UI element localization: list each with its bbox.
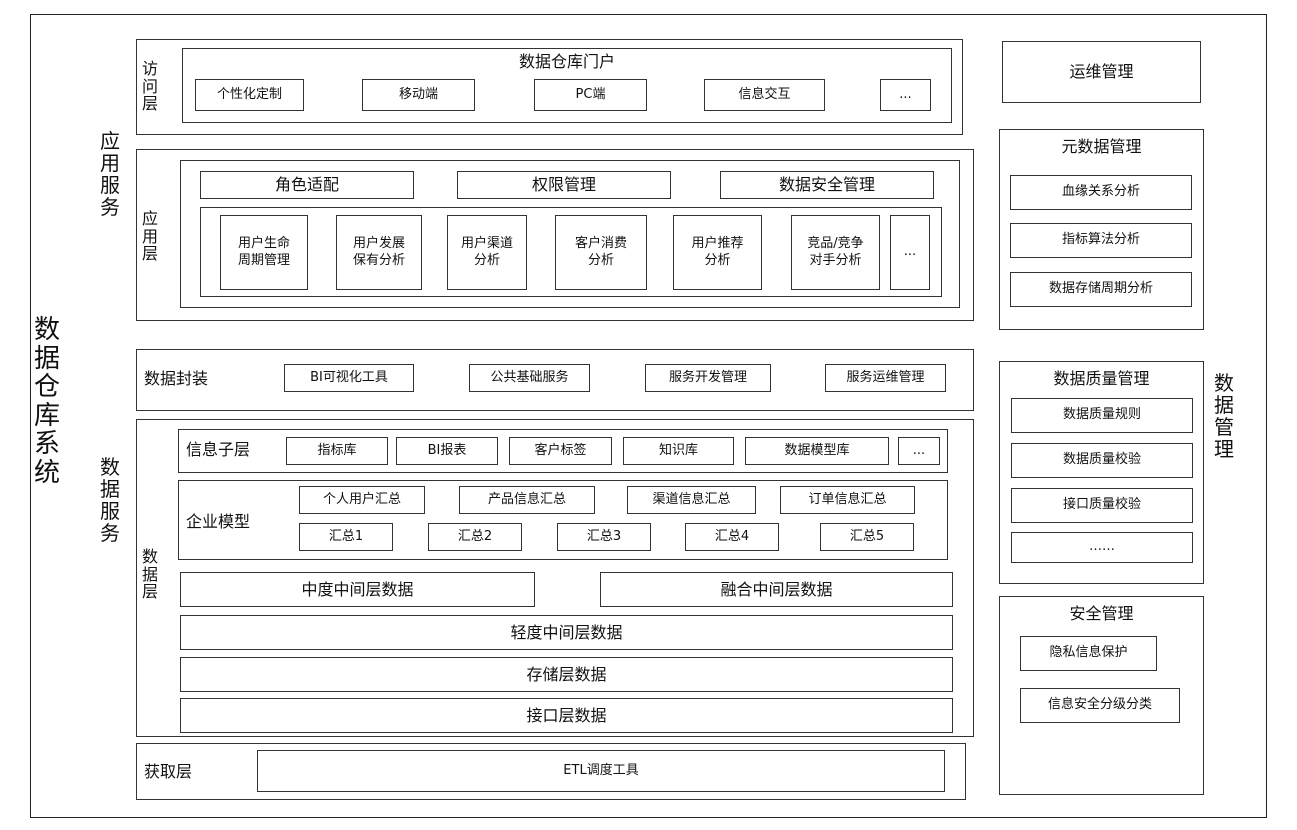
info-item: 客户标签 <box>509 437 612 465</box>
app-item: 客户消费 分析 <box>555 215 647 290</box>
portal-title: 数据仓库门户 <box>518 52 615 71</box>
medium-middle-layer: 中度中间层数据 <box>180 572 535 607</box>
access-item: PC端 <box>534 79 647 111</box>
metadata-title: 元数据管理 <box>1061 137 1142 156</box>
acquisition-label: 获取层 <box>144 762 193 781</box>
encapsulation-label: 数据封装 <box>144 369 209 388</box>
interface-layer: 接口层数据 <box>180 698 953 733</box>
access-item: 个性化定制 <box>195 79 304 111</box>
data-layer-label: 数据层 <box>142 547 159 602</box>
info-item: ... <box>898 437 940 465</box>
model-item: 汇总5 <box>820 523 914 551</box>
app-layer-label: 应用层 <box>142 209 159 264</box>
info-item: 数据模型库 <box>745 437 889 465</box>
app-service-title: 应用服务 <box>100 129 120 219</box>
model-item: 汇总1 <box>299 523 393 551</box>
data-service-title: 数据服务 <box>100 455 120 545</box>
info-item: 知识库 <box>623 437 734 465</box>
security-title: 安全管理 <box>1069 604 1134 623</box>
storage-layer: 存储层数据 <box>180 657 953 692</box>
encapsulation-item: 服务运维管理 <box>825 364 946 392</box>
encapsulation-item: 公共基础服务 <box>469 364 590 392</box>
info-sublayer-label: 信息子层 <box>186 440 251 459</box>
ops-management: 运维管理 <box>1002 41 1201 103</box>
fusion-middle-layer: 融合中间层数据 <box>600 572 953 607</box>
info-item: BI报表 <box>396 437 498 465</box>
model-item: 产品信息汇总 <box>459 486 595 514</box>
quality-item: 数据质量规则 <box>1011 398 1193 433</box>
encapsulation-item: BI可视化工具 <box>284 364 414 392</box>
app-top-item: 权限管理 <box>457 171 671 199</box>
metadata-item: 数据存储周期分析 <box>1010 272 1192 307</box>
app-top-item: 数据安全管理 <box>720 171 934 199</box>
app-item: 用户发展 保有分析 <box>336 215 422 290</box>
data-management-title: 数据管理 <box>1214 371 1234 461</box>
access-layer-label: 访问层 <box>142 59 159 114</box>
quality-item: …… <box>1011 532 1193 563</box>
access-item: 移动端 <box>362 79 475 111</box>
model-item: 汇总3 <box>557 523 651 551</box>
encapsulation-item: 服务开发管理 <box>645 364 771 392</box>
security-item: 隐私信息保护 <box>1020 636 1157 671</box>
model-item: 订单信息汇总 <box>780 486 915 514</box>
app-item: 用户推荐 分析 <box>673 215 762 290</box>
access-item: 信息交互 <box>704 79 825 111</box>
system-title: 数据仓库系统 <box>34 315 61 488</box>
app-item: 用户渠道 分析 <box>447 215 527 290</box>
info-item: 指标库 <box>286 437 388 465</box>
etl-tool: ETL调度工具 <box>257 750 945 792</box>
model-item: 汇总2 <box>428 523 522 551</box>
model-item: 个人用户汇总 <box>299 486 425 514</box>
access-item: ... <box>880 79 931 111</box>
app-item: ... <box>890 215 930 290</box>
model-item: 汇总4 <box>685 523 779 551</box>
metadata-item: 指标算法分析 <box>1010 223 1192 258</box>
enterprise-model-label: 企业模型 <box>186 512 251 531</box>
quality-item: 接口质量校验 <box>1011 488 1193 523</box>
security-item: 信息安全分级分类 <box>1020 688 1180 723</box>
model-item: 渠道信息汇总 <box>627 486 756 514</box>
quality-item: 数据质量校验 <box>1011 443 1193 478</box>
quality-title: 数据质量管理 <box>1053 369 1150 388</box>
app-item: 竞品/竞争 对手分析 <box>791 215 880 290</box>
light-middle-layer: 轻度中间层数据 <box>180 615 953 650</box>
app-top-item: 角色适配 <box>200 171 414 199</box>
metadata-item: 血缘关系分析 <box>1010 175 1192 210</box>
app-item: 用户生命 周期管理 <box>220 215 308 290</box>
